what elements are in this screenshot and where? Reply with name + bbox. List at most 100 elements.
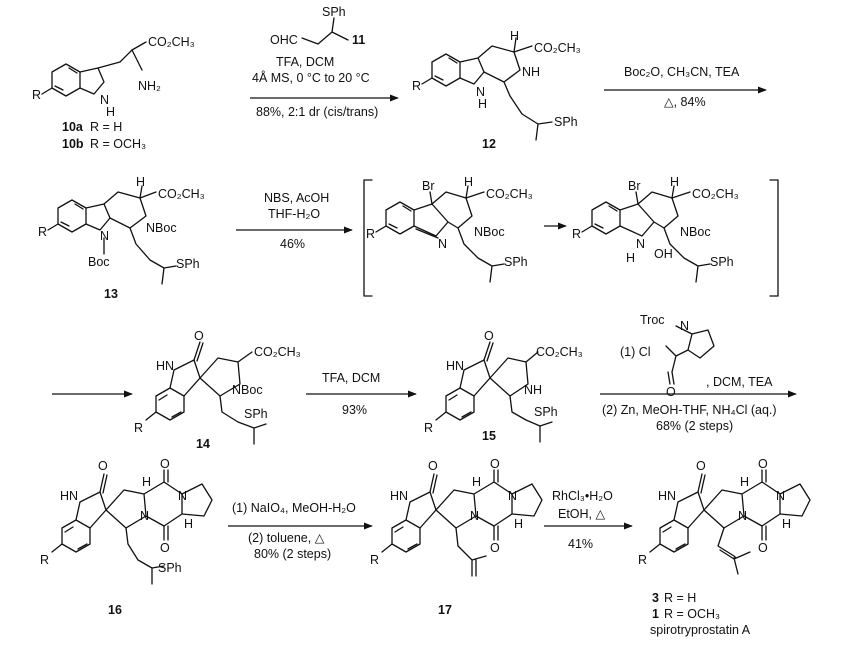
int2-nh-h: H xyxy=(626,251,635,265)
c15-number: 15 xyxy=(482,429,496,443)
c10-h-label: H xyxy=(106,105,115,119)
c13-h-label: H xyxy=(136,175,145,189)
c13-r-group: R xyxy=(38,225,47,239)
c17-r-group: R xyxy=(370,553,379,567)
product-r-group: R xyxy=(638,553,647,567)
step-1-yield: 88%, 2:1 dr (cis/trans) xyxy=(256,105,378,119)
compound-17-structure xyxy=(381,469,543,577)
int2-sph-label: SPh xyxy=(710,255,734,269)
c15-hn-label: HN xyxy=(446,359,464,373)
c10b-label: R = OCH₃ xyxy=(90,137,146,151)
product-3-number: 3 xyxy=(652,591,659,605)
int1-h-label: H xyxy=(464,175,473,189)
c17-n-right: N xyxy=(508,489,517,503)
c10a-number: 10a xyxy=(62,120,84,134)
c14-number: 14 xyxy=(196,437,210,451)
int2-r-group: R xyxy=(572,227,581,241)
step-6-yield: 68% (2 steps) xyxy=(656,419,733,433)
c13-boc-label: Boc xyxy=(88,255,110,269)
c17-number: 17 xyxy=(438,603,452,617)
step-6-acyl-chloride: (1) Cl xyxy=(620,345,651,359)
step-2-reagents: Boc₂O, CH₃CN, TEA xyxy=(624,65,740,79)
c17-oxo: O xyxy=(428,459,438,473)
step-3-solvent: THF-H₂O xyxy=(268,207,320,221)
step-7-oxidation: (1) NaIO₄, MeOH-H₂O xyxy=(232,501,356,515)
int2-n-label: N xyxy=(636,237,645,251)
step-6-carbonyl-o: O xyxy=(666,385,676,399)
step-8-yield: 41% xyxy=(568,537,593,551)
step-8-conditions: EtOH, △ xyxy=(558,507,606,521)
compound-12-structure xyxy=(421,37,553,141)
product-oxo: O xyxy=(696,459,706,473)
c14-sph-label: SPh xyxy=(244,407,268,421)
intermediate-1-structure xyxy=(375,185,505,283)
c16-oxo: O xyxy=(98,459,108,473)
step-7-elimination: (2) toluene, △ xyxy=(248,531,325,545)
c14-r-group: R xyxy=(134,421,143,435)
c16-h-label: H xyxy=(142,475,151,489)
step-5-reagents: TFA, DCM xyxy=(322,371,380,385)
int2-h-label: H xyxy=(670,175,679,189)
c17-dkp-o-bottom: O xyxy=(490,541,500,555)
c14-ester-label: CO₂CH₃ xyxy=(254,345,301,359)
reagent-11-structure xyxy=(301,17,349,45)
product-n-left: N xyxy=(738,509,747,523)
bracket-left xyxy=(363,179,373,297)
int2-oh-label: OH xyxy=(654,247,673,261)
c15-ester-label: CO₂CH₃ xyxy=(536,345,583,359)
c16-n-left: N xyxy=(140,509,149,523)
product-dkp-o-bottom: O xyxy=(758,541,768,555)
c17-hn-label: HN xyxy=(390,489,408,503)
compound-13-structure xyxy=(47,185,177,285)
c14-hn-label: HN xyxy=(156,359,174,373)
step-5-yield: 93% xyxy=(342,403,367,417)
step-3-reagents: NBS, AcOH xyxy=(264,191,329,205)
compound-14-structure xyxy=(145,341,267,445)
reagent-11-number: 11 xyxy=(352,33,365,47)
c15-r-group: R xyxy=(424,421,433,435)
step-1-conditions: 4Å MS, 0 °C to 20 °C xyxy=(252,70,370,85)
compound-16-structure xyxy=(51,469,213,585)
c13-number: 13 xyxy=(104,287,118,301)
c16-n-right: N xyxy=(178,489,187,503)
c16-dkp-o-bottom: O xyxy=(160,541,170,555)
compound-15-structure xyxy=(435,341,553,443)
int1-n-label: N xyxy=(438,237,447,251)
c12-sph-label: SPh xyxy=(554,115,578,129)
int2-br-label: Br xyxy=(628,179,641,193)
c10-nh-label: N xyxy=(100,93,109,107)
bracket-right xyxy=(769,179,779,297)
c16-sph-label: SPh xyxy=(158,561,182,575)
product-structure xyxy=(649,469,811,575)
c12-nh-label: NH xyxy=(522,65,540,79)
product-hn-label: HN xyxy=(658,489,676,503)
c10-amine-label: NH₂ xyxy=(138,79,161,93)
c14-oxo: O xyxy=(194,329,204,343)
c12-r-group: R xyxy=(412,79,421,93)
c17-h2-label: H xyxy=(514,517,523,531)
int1-br-label: Br xyxy=(422,179,435,193)
c17-dkp-o-top: O xyxy=(490,457,500,471)
compound-10-structure xyxy=(41,41,147,97)
int1-nboc-label: NBoc xyxy=(474,225,505,239)
step-6-reduction: (2) Zn, MeOH-THF, NH₄Cl (aq.) xyxy=(602,403,777,417)
c14-nboc-label: NBoc xyxy=(232,383,263,397)
c16-r-group: R xyxy=(40,553,49,567)
c13-ester-label: CO₂CH₃ xyxy=(158,187,205,201)
c12-number: 12 xyxy=(482,137,496,151)
product-h2-label: H xyxy=(782,517,791,531)
step-8-catalyst: RhCl₃•H₂O xyxy=(552,489,613,503)
int2-ester-label: CO₂CH₃ xyxy=(692,187,739,201)
step-6-troc: Troc xyxy=(640,313,665,327)
product-dkp-o-top: O xyxy=(758,457,768,471)
int1-ester-label: CO₂CH₃ xyxy=(486,187,533,201)
reagent-11-sph: SPh xyxy=(322,5,346,19)
step-6-proline-n: N xyxy=(680,319,689,333)
product-1-label: R = OCH₃ xyxy=(664,607,720,621)
c12-ester-label: CO₂CH₃ xyxy=(534,41,581,55)
c13-indole-n: N xyxy=(100,229,109,243)
step-1-reagents: TFA, DCM xyxy=(276,55,334,69)
c17-h-label: H xyxy=(472,475,481,489)
c10b-number: 10b xyxy=(62,137,84,151)
step-7-yield: 80% (2 steps) xyxy=(254,547,331,561)
